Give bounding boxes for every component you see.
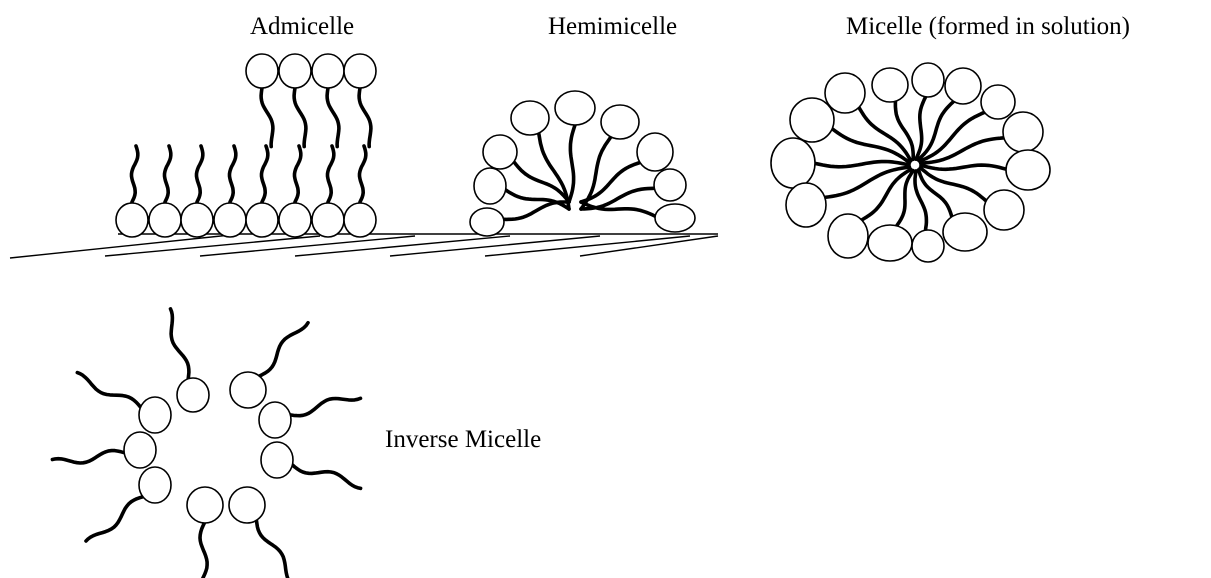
admicelle-lower-tail: [262, 146, 268, 202]
micelle-head: [912, 63, 944, 97]
admicelle-lower-head: [214, 203, 246, 237]
micelle-tail: [859, 107, 911, 160]
admicelle-lower-head: [116, 203, 148, 237]
micelle-head: [868, 225, 912, 261]
micelle-tail: [815, 162, 909, 167]
hemimicelle-head: [601, 105, 639, 139]
micelle-tail: [921, 165, 1006, 169]
micelle-head: [825, 73, 865, 113]
micelle-head: [786, 183, 826, 227]
admicelle-upper-tail: [261, 88, 273, 147]
inverse-micelle-tail: [77, 373, 140, 408]
hemimicelle-head: [470, 208, 504, 236]
admicelle-lower-tail: [197, 146, 203, 202]
hemimicelle-head: [555, 91, 595, 125]
micelle-head: [981, 85, 1015, 119]
surface-hatch-line: [295, 236, 510, 256]
surface-hatch-line: [580, 236, 718, 256]
hemimicelle-structure: [470, 91, 695, 236]
micelle-head: [828, 214, 868, 258]
inverse-micelle-head: [177, 378, 209, 412]
surface-hatch-line: [485, 236, 690, 256]
admicelle-lower-head: [312, 203, 344, 237]
admicelle-upper-head: [344, 54, 376, 88]
admicelle-upper-head: [312, 54, 344, 88]
inverse-micelle-tail: [198, 523, 207, 578]
surface-hatch-line: [390, 236, 600, 256]
admicelle-lower-head: [279, 203, 311, 237]
admicelle-lower-tail: [328, 146, 334, 202]
admicelle-lower-head: [181, 203, 213, 237]
micelle-structure: [771, 63, 1050, 262]
hemimicelle-head: [655, 204, 695, 232]
hemimicelle-tail: [569, 125, 575, 202]
inverse-micelle-head: [139, 397, 171, 433]
inverse-micelle-tail: [256, 520, 291, 578]
inverse-micelle-tail: [171, 309, 189, 379]
inverse-micelle-head: [187, 487, 223, 523]
micelle-head: [945, 68, 981, 104]
inverse-micelle-head: [139, 467, 171, 503]
admicelle-upper-head: [246, 54, 278, 88]
micelle-head: [912, 230, 944, 262]
inverse-micelle-structure: [52, 309, 360, 578]
hemimicelle-tail: [581, 137, 611, 209]
micelle-head: [790, 98, 834, 142]
hemimicelle-head: [483, 135, 517, 169]
inverse-micelle-head: [124, 432, 156, 468]
inverse-micelle-head: [261, 442, 293, 478]
micelle-head: [984, 190, 1024, 230]
micelle-tail: [916, 97, 926, 159]
admicelle-lower-head: [344, 203, 376, 237]
micelle-head: [943, 213, 987, 251]
hemimicelle-head: [654, 169, 686, 201]
inverse-micelle-tail: [86, 497, 143, 541]
inverse-micelle-tail: [290, 398, 360, 415]
admicelle-upper-head: [279, 54, 311, 88]
inverse-micelle-head: [229, 487, 265, 523]
admicelle-lower-tail: [295, 146, 301, 202]
micelle-head: [771, 138, 815, 188]
micelle-head: [1003, 112, 1043, 152]
surface-hatch-line: [105, 236, 320, 256]
admicelle-label: Admicelle: [250, 14, 354, 39]
admicelle-structure: [116, 54, 376, 237]
inverse-micelle-label: Inverse Micelle: [385, 427, 541, 452]
micelle-head: [872, 68, 908, 102]
micelle-tail: [920, 168, 986, 201]
admicelle-lower-tail: [360, 146, 366, 202]
surface-hatch-line: [200, 236, 415, 256]
inverse-micelle-tail: [259, 323, 308, 376]
hemimicelle-label: Hemimicelle: [548, 14, 677, 39]
micelle-label: Micelle (formed in solution): [846, 14, 1130, 39]
hemimicelle-head: [511, 101, 549, 135]
admicelle-lower-tail: [132, 146, 138, 202]
admicelle-lower-head: [246, 203, 278, 237]
hemimicelle-head: [637, 133, 673, 171]
inverse-micelle-head: [230, 372, 266, 408]
inverse-micelle-tail: [292, 465, 360, 489]
micelle-head: [1006, 150, 1050, 190]
inverse-micelle-tail: [52, 451, 124, 463]
solid-surface: [10, 234, 718, 258]
inverse-micelle-head: [259, 402, 291, 438]
admicelle-lower-tail: [230, 146, 236, 202]
admicelle-lower-tail: [165, 146, 171, 202]
admicelle-upper-tail: [294, 88, 306, 147]
admicelle-lower-head: [149, 203, 181, 237]
admicelle-upper-tail: [359, 88, 371, 147]
hemimicelle-head: [474, 168, 506, 204]
admicelle-upper-tail: [327, 88, 339, 147]
